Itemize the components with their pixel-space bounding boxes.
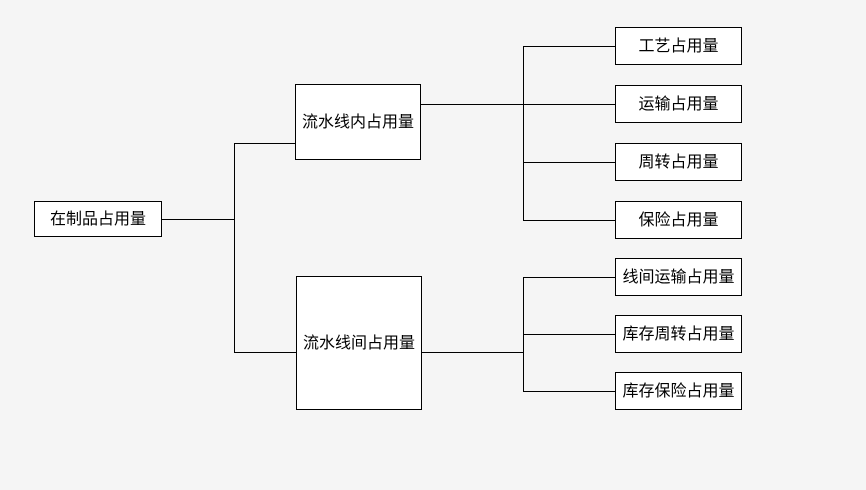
diagram-leaf-insurance-occupancy: 保险占用量 (615, 201, 742, 239)
connector-lower-leaf-3 (523, 391, 615, 392)
connector-upper-distribution-trunk (523, 46, 524, 221)
connector-branch-lower-in (234, 352, 296, 353)
connector-branch-upper-in (234, 143, 295, 144)
connector-upper-leaf-4 (523, 220, 615, 221)
diagram-leaf-transport-occupancy: 运输占用量 (615, 85, 742, 123)
connector-upper-leaf-3 (523, 162, 615, 163)
diagram-node-root: 在制品占用量 (34, 201, 162, 237)
diagram-leaf-process-occupancy: 工艺占用量 (615, 27, 742, 65)
diagram-node-inline-occupancy: 流水线内占用量 (295, 84, 421, 160)
connector-root-out (162, 219, 234, 220)
connector-lower-out (422, 352, 523, 353)
connector-main-trunk (234, 143, 235, 353)
diagram-leaf-stock-insurance-occupancy: 库存保险占用量 (615, 372, 742, 410)
diagram-leaf-turnover-occupancy: 周转占用量 (615, 143, 742, 181)
diagram-leaf-stock-turnover-occupancy: 库存周转占用量 (615, 315, 742, 353)
connector-lower-leaf-2 (523, 334, 615, 335)
connector-lower-leaf-1 (523, 277, 615, 278)
diagram-leaf-interline-transport-occupancy: 线间运输占用量 (615, 258, 742, 296)
diagram-node-interline-occupancy: 流水线间占用量 (296, 276, 422, 410)
connector-upper-leaf-1 (523, 46, 615, 47)
connector-upper-out-and-leaf-2 (421, 104, 615, 105)
